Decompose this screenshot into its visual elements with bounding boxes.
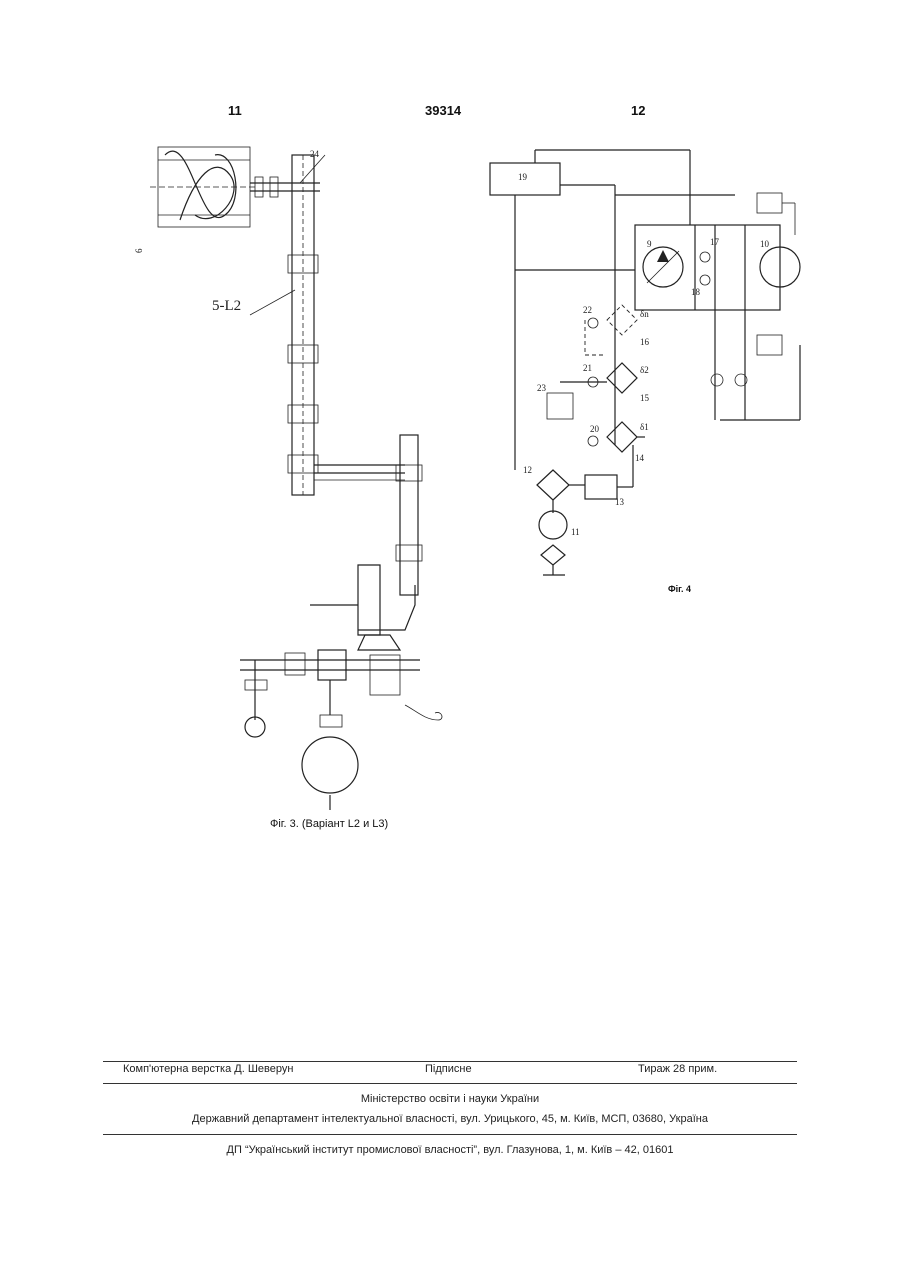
label-11: 11 [571, 527, 580, 537]
label-24: 24 [310, 149, 320, 159]
figure-4-hydraulic-scheme: 19 9 10 17 18 22 16 21 15 23 20 14 12 13… [485, 145, 815, 585]
footer-department: Державний департамент інтелектуальної вл… [103, 1113, 797, 1125]
label-21: 21 [583, 363, 592, 373]
page-number-right: 12 [631, 103, 645, 118]
footer-circulation: Тираж 28 прим. [638, 1063, 717, 1075]
filter-16 [607, 305, 637, 335]
footer-rule-top [103, 1061, 797, 1062]
label-17: 17 [710, 237, 720, 247]
label-6: 6 [134, 248, 144, 253]
label-delta-n: δn [640, 309, 649, 319]
pump-11 [539, 511, 567, 539]
second-gear-column [400, 435, 418, 595]
footer-rule-bottom [103, 1134, 797, 1135]
figure-3-caption: Фіг. 3. (Варіант L2 и L3) [270, 818, 420, 830]
footer-ministry: Міністерство освіти і науки України [103, 1093, 797, 1105]
electric-motor-circle [302, 737, 358, 793]
label-22: 22 [583, 305, 592, 315]
footer-layout-credit: Комп'ютерна верстка Д. Шеверун [123, 1063, 293, 1075]
page-number-left: 11 [228, 103, 242, 118]
label-delta-2: δ2 [640, 365, 649, 375]
label-19: 19 [518, 172, 528, 182]
label-14: 14 [635, 453, 645, 463]
label-15: 15 [640, 393, 650, 403]
filter-12 [537, 470, 569, 500]
label-20: 20 [590, 424, 600, 434]
footer-signed: Підписне [425, 1063, 472, 1075]
label-23: 23 [537, 383, 547, 393]
footer-institute: ДП “Український інститут промислової вла… [103, 1144, 797, 1156]
footer-rule-middle [103, 1083, 797, 1084]
label-16: 16 [640, 337, 650, 347]
label-13: 13 [615, 497, 625, 507]
patent-number: 39314 [425, 103, 461, 118]
valve-13 [585, 475, 617, 499]
label-delta-1: δ1 [640, 422, 649, 432]
label-9: 9 [647, 239, 652, 249]
label-5-L2: 5-L2 [212, 298, 241, 314]
figure-3-kinematic-scheme: 24 6 5-L2 [120, 135, 460, 835]
filter-15 [607, 363, 637, 393]
label-12: 12 [523, 465, 532, 475]
label-10: 10 [760, 239, 770, 249]
auger-drawing [150, 147, 255, 227]
figure-4-caption: Фіг. 4 [668, 584, 691, 594]
bevel-gear-unit [358, 565, 380, 635]
label-18: 18 [691, 287, 701, 297]
